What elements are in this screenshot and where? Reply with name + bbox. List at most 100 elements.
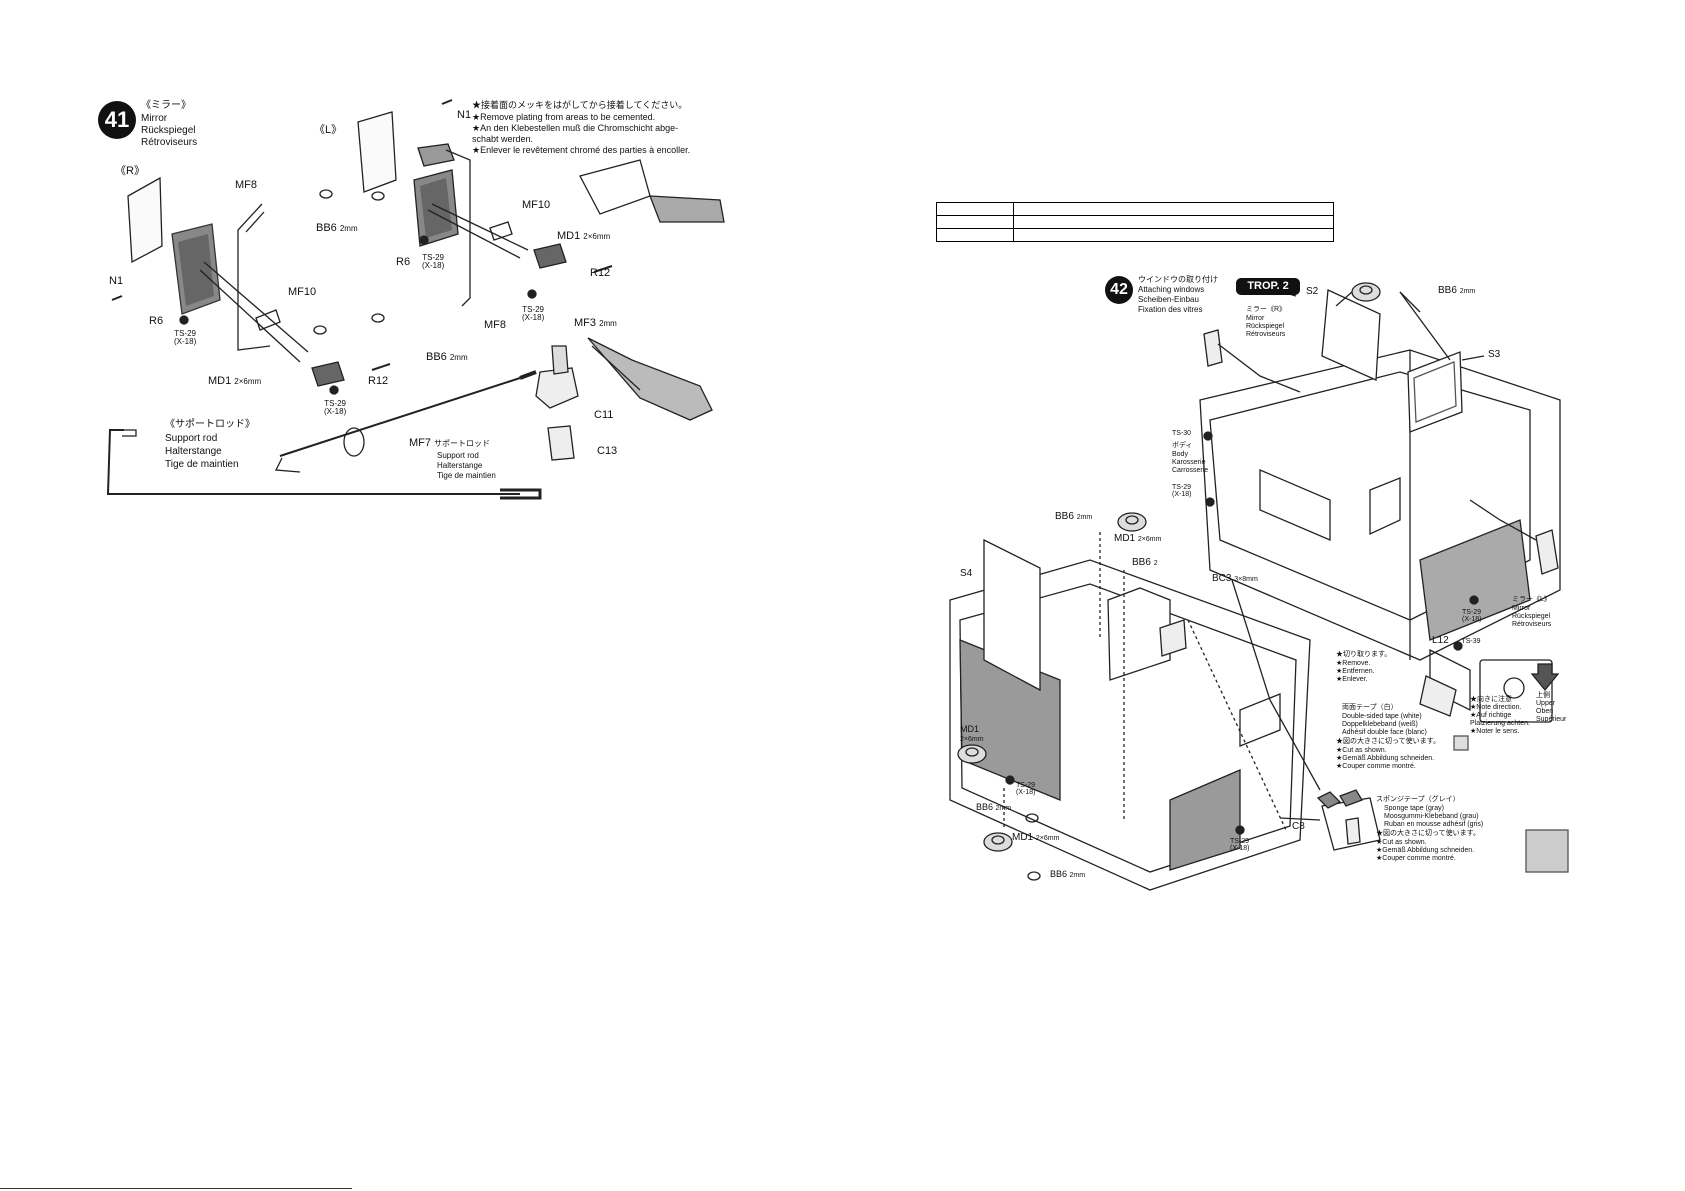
part-r12-top: R12 <box>590 267 611 279</box>
tape-white-jp: 両面テープ（白） <box>1342 704 1398 711</box>
tape-gray-cut-en: ★Cut as shown. <box>1376 839 1427 846</box>
mirror-r-fr: Rétroviseurs <box>1246 331 1286 338</box>
part-bc3: BC3 3×8mm <box>1212 573 1258 584</box>
support-rod-en: Support rod <box>165 433 218 444</box>
paint-ts30: TS-30 <box>1172 430 1192 437</box>
direction-note-1: ★向きに注意 <box>1470 696 1512 703</box>
side-r-label: 《R》 <box>115 165 145 177</box>
body-fr: Carrosserie <box>1172 467 1209 474</box>
step42-title-jp: ウインドウの取り付け <box>1138 275 1218 284</box>
part-bb6-b: BB6 2mm <box>426 351 468 363</box>
part-mf10-top: MF10 <box>522 199 551 211</box>
cement-note-de: ★An den Klebestellen muß die Chromschich… <box>472 123 679 133</box>
paint-ts29-a: TS-29(X-18) <box>1172 484 1192 499</box>
paint-ts29-d: TS-29(X-18) <box>1462 609 1482 624</box>
part-bb6-1: BB6 2mm <box>1055 511 1093 522</box>
tape-white-fr: Adhésif double face (blanc) <box>1342 729 1427 736</box>
remove-note-jp: ★切り取ります。 <box>1336 651 1392 658</box>
part-c8: C8 <box>1292 821 1305 832</box>
part-r6-bottom: R6 <box>149 315 164 327</box>
mirror-l-en: Mirror <box>1512 605 1531 612</box>
step42-title-fr: Fixation des vitres <box>1138 305 1203 314</box>
step-number-badge: 41 <box>98 101 136 139</box>
remove-note-en: ★Remove. <box>1336 660 1371 667</box>
step-title-en: Mirror <box>141 113 168 124</box>
table-cell <box>936 215 1014 229</box>
tape-gray-cut-jp: ★図の大きさに切って使います。 <box>1376 830 1480 837</box>
part-mf3: MF3 2mm <box>574 317 617 329</box>
cement-note-de-cont: schabt werden. <box>472 134 534 144</box>
part-bb6-top: BB6 2mm <box>1438 285 1476 296</box>
table-cell <box>1013 215 1334 229</box>
mirror-r-en: Mirror <box>1246 315 1265 322</box>
table-cell <box>1013 228 1334 242</box>
part-bb6-4: BB6 2mm <box>1050 869 1086 879</box>
part-mf8-top: MF8 <box>235 179 257 191</box>
step-title-jp: 《ミラー》 <box>141 100 191 111</box>
part-n1-l: N1 <box>457 109 472 121</box>
tape-white-cut-jp: ★図の大きさに切って使います。 <box>1336 738 1440 745</box>
tape-white-cut-en: ★Cut as shown. <box>1336 747 1387 754</box>
mirror-l-fr: Rétroviseurs <box>1512 621 1552 628</box>
mirror-r-jp: ミラー《R》 <box>1246 306 1287 313</box>
remove-note-fr: ★Enlever. <box>1336 676 1368 683</box>
part-r12-bottom: R12 <box>368 375 389 387</box>
paint-ts29-c: TS-29(X-18) <box>1230 838 1250 853</box>
part-md1-top: MD1 2×6mm <box>557 230 611 242</box>
direction-note-3: ★Auf richtige <box>1470 712 1512 719</box>
part-s4: S4 <box>960 568 973 579</box>
paint-ts29-b: TS-29(X-18) <box>1016 782 1036 797</box>
upper-jp: 上側 <box>1536 692 1550 699</box>
tape-gray-en: Sponge tape (gray) <box>1384 805 1444 812</box>
part-l12: L12 TS-39 <box>1432 635 1481 646</box>
part-md1-bottom: MD1 2×6mm <box>208 375 262 387</box>
upper-fr: Supérieur <box>1536 716 1567 723</box>
paint-ts29-3: TS-29(X-18) <box>522 305 545 323</box>
part-md1-1: MD1 2×6mm <box>1114 533 1162 544</box>
tape-gray-fr: Ruban en mousse adhésif (gris) <box>1384 821 1484 828</box>
trop-badge: TROP. 2 <box>1236 278 1300 295</box>
part-c13: C13 <box>597 445 618 457</box>
tape-gray-cut-fr: ★Couper comme montré. <box>1376 855 1456 862</box>
cement-note-jp: ★接着面のメッキをはがしてから接着してください。 <box>472 100 688 110</box>
step42-title-en: Attaching windows <box>1138 285 1205 294</box>
tape-white-cut-fr: ★Couper comme montré. <box>1336 763 1416 770</box>
mf7-label-en: Support rod <box>437 451 479 460</box>
step-title-de: Rückspiegel <box>141 125 196 136</box>
part-bb6-3: BB6 2mm <box>976 802 1012 812</box>
body-en: Body <box>1172 451 1188 458</box>
part-s3: S3 <box>1488 349 1501 360</box>
step42-title-de: Scheiben-Einbau <box>1138 295 1199 304</box>
table-row <box>936 202 1334 216</box>
part-bb6-2: BB6 2 <box>1132 557 1158 568</box>
body-jp: ボディ <box>1172 442 1193 449</box>
body-de: Karosserie <box>1172 459 1206 466</box>
support-rod-de: Halterstange <box>165 446 222 457</box>
tape-white-de: Doppelklebeband (weiß) <box>1342 721 1418 728</box>
bottom-rule <box>0 1188 352 1189</box>
upper-de: Oben <box>1536 708 1554 715</box>
support-rod-fr: Tige de maintien <box>165 459 239 470</box>
table-cell <box>936 228 1014 242</box>
direction-note-5: ★Noter le sens. <box>1470 728 1520 735</box>
remove-note-de: ★Entfernen. <box>1336 668 1375 675</box>
table-row <box>936 215 1334 229</box>
part-bb6-a: BB6 2mm <box>316 222 358 234</box>
mirror-r-de: Rückspiegel <box>1246 323 1285 330</box>
tape-gray-cut-de: ★Gemäß Abbildung schneiden. <box>1376 847 1475 854</box>
part-c11: C11 <box>594 409 614 421</box>
mf7-label-fr: Tige de maintien <box>437 471 496 480</box>
mirror-l-de: Rückspiegel <box>1512 613 1551 620</box>
tape-gray-de: Moosgummi-Klebeband (grau) <box>1384 813 1479 820</box>
table-row <box>936 228 1334 242</box>
tape-gray-jp: スポンジテープ（グレイ） <box>1376 796 1460 803</box>
part-n1-r: N1 <box>109 275 124 287</box>
part-mf8-bottom: MF8 <box>484 319 506 331</box>
part-s2: S2 <box>1306 286 1319 297</box>
part-mf7: MF7 サポートロッド <box>409 437 491 449</box>
part-r6-top: R6 <box>396 256 411 268</box>
step-number-badge-2: 42 <box>1105 276 1133 304</box>
blank-table <box>936 202 1334 242</box>
